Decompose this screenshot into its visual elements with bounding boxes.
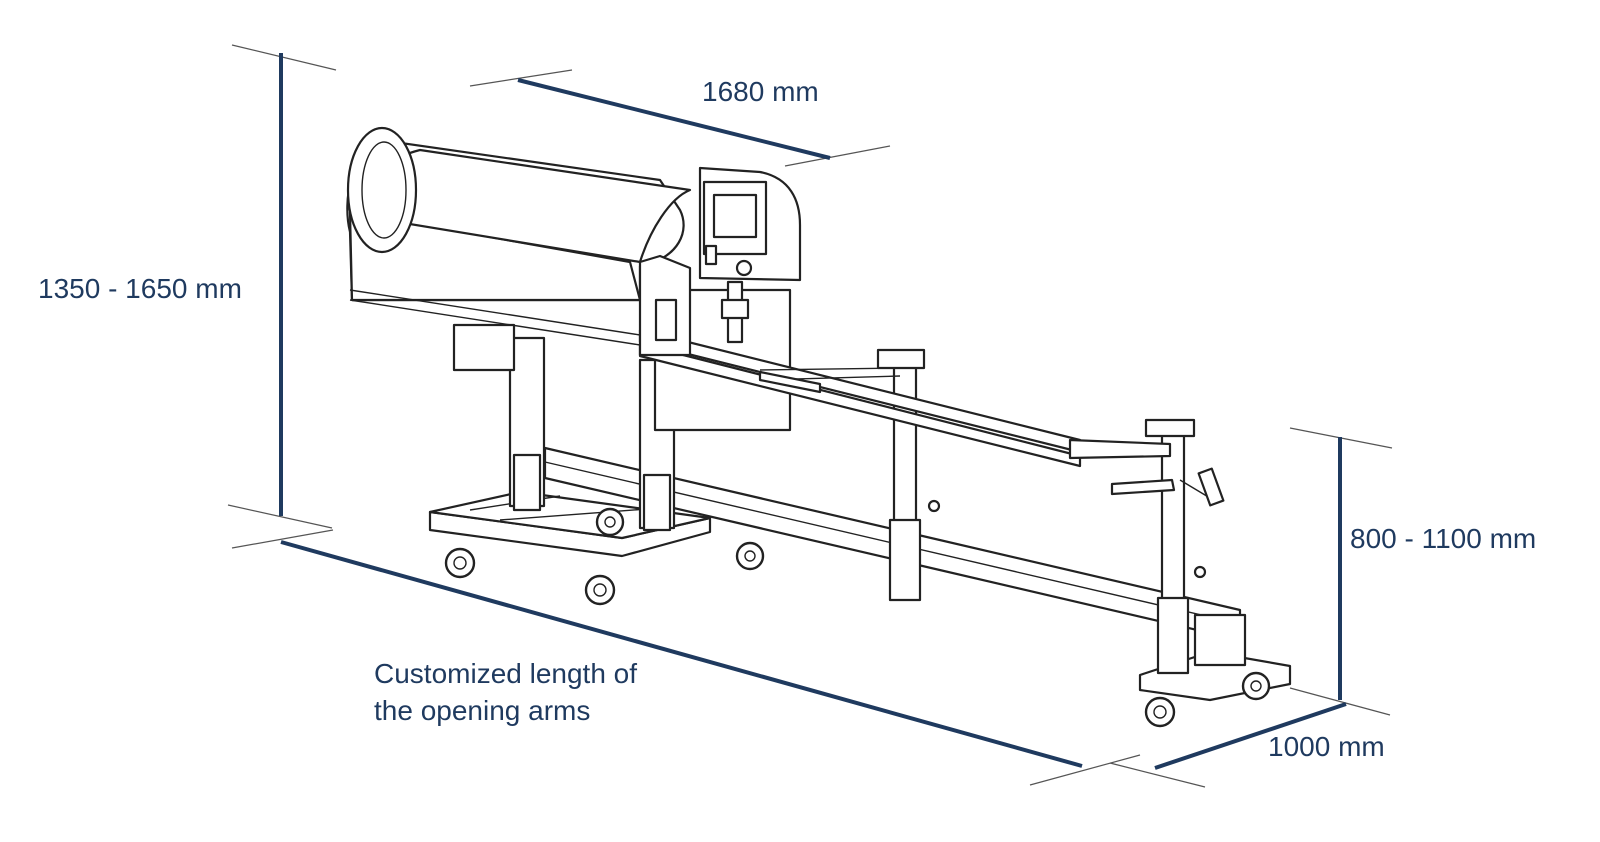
panel-post-clamp [720,298,750,320]
rear-box [1193,613,1247,667]
label-top-length: 1680 mm [702,76,819,107]
extension-line-arm-bottom [1289,687,1391,716]
wheel-front-left [444,547,476,579]
dimension-line-1680 [517,78,831,160]
label-arm-length-line2: the opening arms [374,695,591,726]
switch [704,244,718,266]
wheels [444,507,1271,728]
extension-line-height-bottom [227,504,333,529]
label-arm-height: 800 - 1100 mm [1350,523,1537,554]
rear-column-lower [1156,596,1190,675]
label-depth: 1000 mm [1268,731,1385,762]
lower-box [452,323,516,372]
label-arm-length-line1: Customized length of [374,658,638,689]
dimension-lines [227,44,1393,788]
middle-column-lower [888,518,922,602]
extension-line-top-right [784,145,891,167]
touch-screen [712,193,758,239]
wheel-rear-right [1241,671,1271,701]
label-total-height: 1350 - 1650 mm [38,273,242,304]
extension-line-depth-left [1029,754,1141,786]
rear-column-cap [1144,418,1196,438]
drum-hatch [654,298,678,342]
machine-outline [346,126,1292,728]
arm-carriage [758,370,822,394]
emergency-stop-button [735,259,753,277]
extension-line-top-left [469,69,573,87]
dimension-line-depth [1154,702,1347,770]
drum-ring [346,126,418,254]
front-leg-left-lower [512,453,542,512]
arm-end-bracket [1068,438,1172,460]
wheel-front-back [595,507,625,537]
extension-line-height-top [231,44,337,71]
dimension-line-arm-length [280,540,1083,768]
front-leg-right-lower [642,473,672,532]
arm-end-lever [1110,478,1176,496]
column-knob-middle [927,499,941,513]
extension-line-depth-mid [1109,762,1206,788]
wheel-front-right [584,574,616,606]
wheel-front-far [735,541,765,571]
middle-column-cap [876,348,926,370]
wheel-rear-left [1144,696,1176,728]
column-knob-rear [1193,565,1207,579]
extension-line-arm-length-left [231,529,334,549]
crank-handle [1197,467,1225,507]
